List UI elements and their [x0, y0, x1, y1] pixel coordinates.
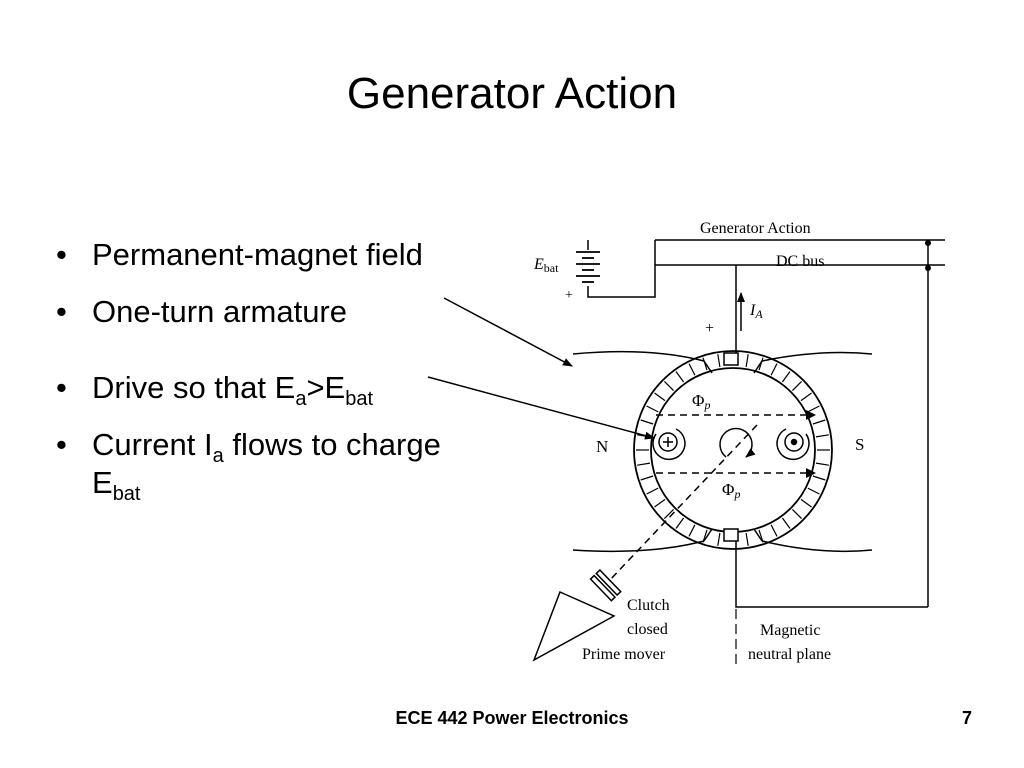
- slot-mark: [758, 529, 764, 543]
- neutral-plane-label-line2: neutral plane: [748, 646, 831, 663]
- slot-mark: [770, 363, 778, 376]
- slot-mark: [791, 508, 803, 520]
- slot-mark: [675, 371, 685, 383]
- slot-mark: [654, 498, 666, 508]
- slot-mark: [646, 405, 659, 413]
- slot-mark: [663, 508, 675, 520]
- clutch-icon: [589, 568, 622, 602]
- slot-mark: [812, 419, 826, 425]
- slot-mark: [807, 405, 820, 413]
- conductor-dot-icon: [776, 428, 810, 461]
- slot-marks: [636, 354, 830, 546]
- shaft: [607, 424, 758, 583]
- slot-mark: [807, 487, 820, 495]
- slot-mark: [688, 524, 696, 537]
- clutch-label-line2: closed: [627, 621, 668, 638]
- conductor-plus-icon: [652, 428, 686, 461]
- slot-mark: [640, 475, 654, 481]
- bullet-permanent-magnet: Permanent-magnet field: [52, 236, 472, 274]
- bus-label: DC bus: [776, 253, 824, 270]
- pole-pieces: [572, 350, 873, 553]
- slot-mark: [637, 462, 651, 466]
- slot-mark: [688, 363, 696, 376]
- footer-course-title: ECE 442 Power Electronics: [395, 708, 629, 728]
- pole-south-label: S: [855, 435, 864, 454]
- slot-mark: [646, 487, 659, 495]
- slot-mark: [675, 517, 685, 529]
- slot-mark: [702, 357, 708, 371]
- bullet-drive-condition: Drive so that Ea>Ebat: [52, 369, 472, 409]
- bullet-current-flow: Current Ia flows to charge Ebat: [52, 426, 472, 504]
- bullet-one-turn-armature: One-turn armature: [52, 293, 472, 331]
- diagram-header: Generator Action: [700, 220, 811, 237]
- slot-mark: [717, 532, 721, 546]
- brush-plus-label: +: [705, 320, 714, 337]
- current-label: IA: [749, 302, 763, 321]
- brush-top: [723, 352, 739, 366]
- slot-mark: [758, 357, 764, 371]
- battery-plus-label: +: [565, 288, 573, 303]
- slot-mark: [781, 517, 791, 529]
- clutch-label-line1: Clutch: [627, 597, 670, 614]
- slot-mark: [745, 354, 749, 368]
- brush-bottom: [723, 528, 739, 542]
- armature: [633, 350, 833, 550]
- slot-mark: [791, 380, 803, 392]
- bus-junction-top: [925, 240, 931, 246]
- slot-mark: [663, 380, 675, 392]
- bullet-list: Permanent-magnet field One-turn armature…: [52, 236, 472, 521]
- slot-mark: [812, 475, 826, 481]
- slot-mark: [745, 532, 749, 546]
- slot-mark: [717, 354, 721, 368]
- pole-north-label: N: [596, 437, 608, 456]
- bus-junction-bottom: [925, 265, 931, 271]
- generator-diagram: Generator Action DC bus Ebat + IA + N S …: [532, 220, 945, 665]
- slot-mark: [781, 371, 791, 383]
- slide-title: Generator Action: [346, 69, 678, 118]
- slot-mark: [654, 392, 666, 402]
- slot-mark: [637, 434, 651, 438]
- prime-mover-label: Prime mover: [582, 646, 666, 663]
- neutral-plane-label-line1: Magnetic: [760, 622, 820, 639]
- flux-label-top: Φp: [692, 391, 710, 412]
- slot-mark: [702, 529, 708, 543]
- slot-mark: [815, 462, 829, 466]
- slot-mark: [640, 419, 654, 425]
- slot-mark: [800, 498, 812, 508]
- flux-label-bottom: Φp: [722, 480, 740, 501]
- battery-icon: [576, 251, 600, 283]
- prime-mover-icon: [532, 590, 616, 662]
- dc-bus-wiring: [587, 239, 945, 608]
- slot-mark: [800, 392, 812, 402]
- slot-mark: [770, 524, 778, 537]
- page-number: 7: [961, 708, 972, 728]
- slot-mark: [815, 434, 829, 438]
- rotation-arrow-icon: [719, 427, 756, 458]
- battery-label: Ebat: [533, 256, 559, 275]
